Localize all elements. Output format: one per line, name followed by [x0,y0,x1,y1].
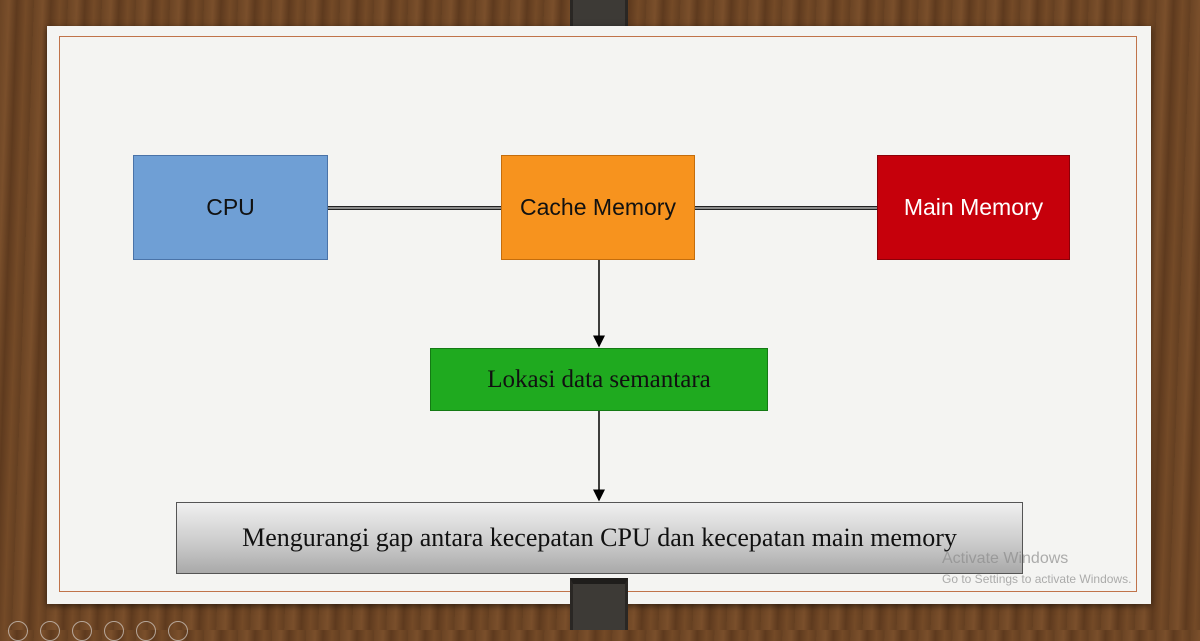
activation-watermark-title: Activate Windows [942,550,1069,567]
prev-slide-icon[interactable] [8,621,28,641]
pen-tool-icon[interactable] [72,621,92,641]
zoom-icon[interactable] [136,621,156,641]
node-lokasi-data-label: Lokasi data semantara [487,365,711,393]
next-slide-icon[interactable] [40,621,60,641]
binder-clip-bottom [570,578,628,630]
node-main-memory: Main Memory [877,155,1070,260]
node-cache-memory-label: Cache Memory [520,194,676,220]
node-gap-summary-label: Mengurangi gap antara kecepatan CPU dan … [242,523,957,552]
node-gap-summary: Mengurangi gap antara kecepatan CPU dan … [176,502,1023,574]
node-cache-memory: Cache Memory [501,155,695,260]
node-cpu-label: CPU [206,194,255,220]
slideshow-controls [8,621,188,641]
node-cpu: CPU [133,155,328,260]
slide-grid-icon[interactable] [104,621,124,641]
activation-watermark-subtitle: Go to Settings to activate Windows. [942,572,1132,586]
more-options-icon[interactable] [168,621,188,641]
node-lokasi-data: Lokasi data semantara [430,348,768,411]
node-main-memory-label: Main Memory [903,194,1044,220]
